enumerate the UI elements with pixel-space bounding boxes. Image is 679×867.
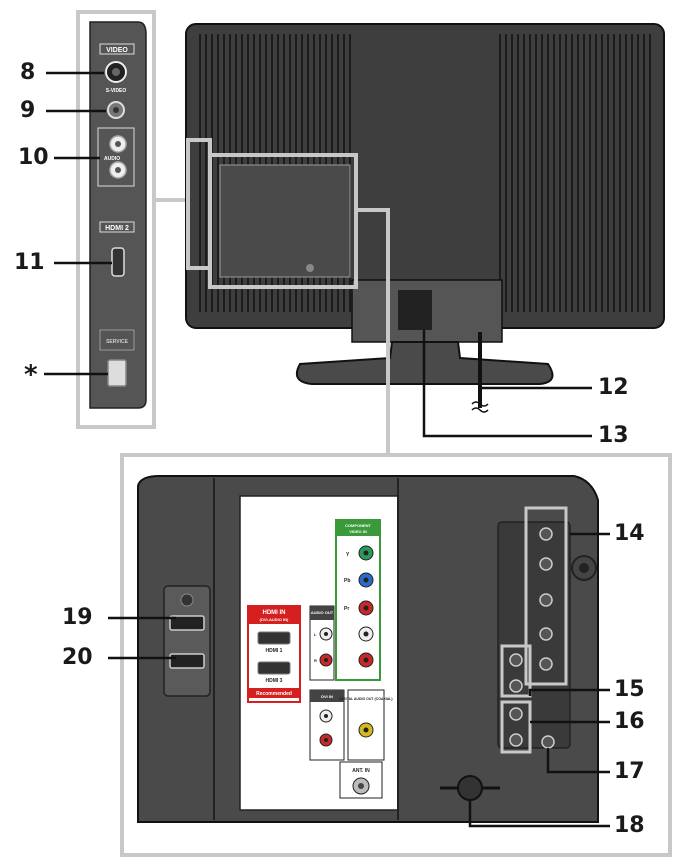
service-port: [107, 359, 127, 387]
callout-13: 13: [598, 423, 629, 448]
side-hdmi2-label: HDMI 2: [105, 225, 129, 232]
hdmi-port-20: [169, 653, 205, 669]
callout-20: 20: [62, 645, 93, 670]
component-sub-label: VIDEO IN: [349, 529, 367, 534]
side-audio-label: AUDIO: [104, 156, 120, 162]
audio-out-l: L: [314, 632, 317, 637]
audio-out-label: AUDIO OUT: [311, 610, 334, 615]
hdmi1-label: HDMI 1: [266, 648, 283, 654]
audio-out-r: R: [314, 658, 317, 663]
hdmi3-label: HDMI 3: [266, 678, 283, 684]
side-svideo-label: S-VIDEO: [106, 88, 127, 94]
ant-in-label: ANT. IN: [352, 768, 370, 774]
rear-terminal-panel: HDMI IN (DVI-AUDIO IN) HDMI 1 HDMI 3 Rec…: [137, 475, 599, 823]
hdmi-in-sub: (DVI-AUDIO IN): [260, 617, 289, 622]
callout-18: 18: [614, 813, 645, 838]
recommended-label: Recommended: [256, 691, 292, 697]
callout-9: 9: [20, 98, 36, 123]
callout-14: 14: [614, 521, 645, 546]
callout-17: 17: [614, 759, 645, 784]
callout-star: *: [24, 360, 38, 390]
side-panel: VIDEO S-VIDEO AUDIO HDMI 2 SERVICE: [89, 21, 147, 409]
component-label: COMPONENT: [345, 523, 372, 528]
label-plate: [239, 495, 399, 811]
pr-label: Pr: [344, 606, 349, 612]
hdmi2-port: [111, 247, 125, 277]
rear-panel-frame: [120, 453, 672, 857]
tv-back: [185, 23, 665, 413]
callout-8: 8: [20, 60, 36, 85]
side-video-label: VIDEO: [106, 47, 128, 54]
pb-label: Pb: [344, 578, 350, 584]
side-panel-frame: [76, 10, 156, 429]
digital-out-label: DIGITAL AUDIO OUT (COAXIAL): [339, 697, 392, 701]
dvi-in-label: DVI IN: [321, 694, 333, 699]
hdmi-in-title: HDMI IN: [263, 610, 286, 616]
callout-16: 16: [614, 709, 645, 734]
callout-11: 11: [14, 250, 45, 275]
callout-12: 12: [598, 375, 629, 400]
callout-10: 10: [18, 145, 49, 170]
y-label: Y: [346, 552, 350, 558]
callout-19: 19: [62, 605, 93, 630]
callout-15: 15: [614, 677, 645, 702]
hdmi-port-19: [169, 615, 205, 631]
side-service-label: SERVICE: [106, 339, 129, 345]
